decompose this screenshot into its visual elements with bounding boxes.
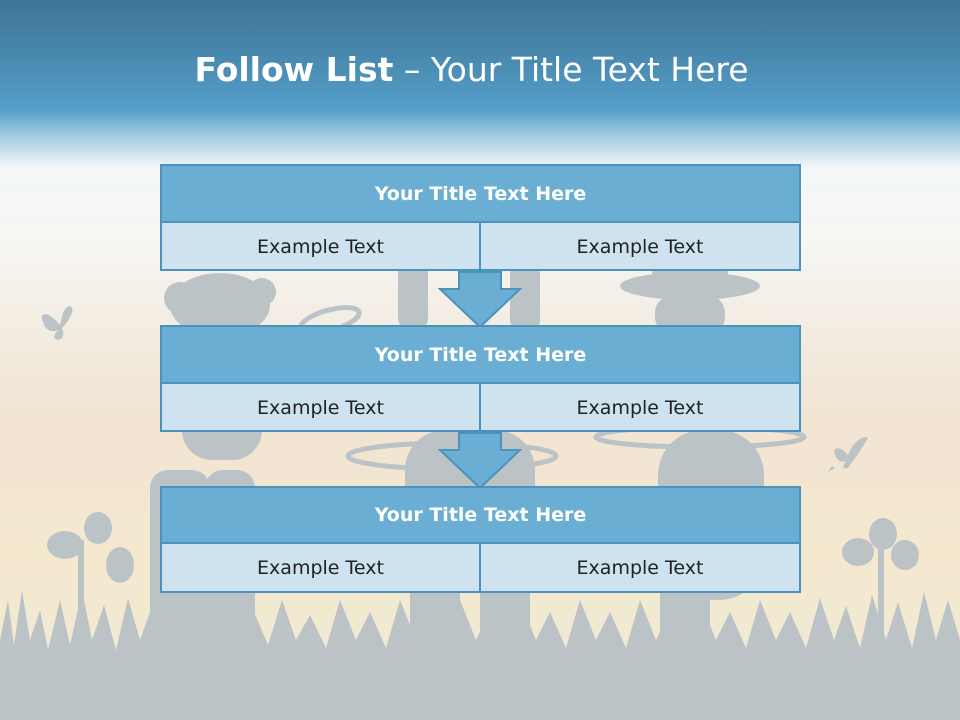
step-box-3: Your Title Text Here Example Text Exampl…: [160, 486, 801, 593]
title-rest: – Your Title Text Here: [393, 50, 749, 89]
step-title: Your Title Text Here: [162, 327, 799, 384]
title-main: Follow List: [194, 50, 394, 89]
step-text-right: Example Text: [576, 397, 704, 419]
iris-flower-right: [842, 518, 919, 685]
step-title: Your Title Text Here: [162, 166, 799, 223]
step-text-left: Example Text: [162, 384, 481, 432]
butterfly-left: [41, 306, 73, 340]
step-text-left: Example Text: [162, 544, 481, 592]
down-arrow-icon: [438, 271, 522, 329]
step-text-right: Example Text: [576, 236, 704, 258]
hoop-center: [345, 440, 559, 472]
step-title: Your Title Text Here: [162, 488, 799, 544]
slide-title: Follow List – Your Title Text Here: [0, 50, 943, 89]
butterfly-right: [828, 437, 868, 472]
step-text-right: Example Text: [576, 557, 704, 579]
step-box-2: Your Title Text Here Example Text Exampl…: [160, 325, 801, 432]
step-box-1: Your Title Text Here Example Text Exampl…: [160, 164, 801, 271]
down-arrow-icon: [438, 432, 522, 490]
step-text-left: Example Text: [162, 223, 481, 271]
